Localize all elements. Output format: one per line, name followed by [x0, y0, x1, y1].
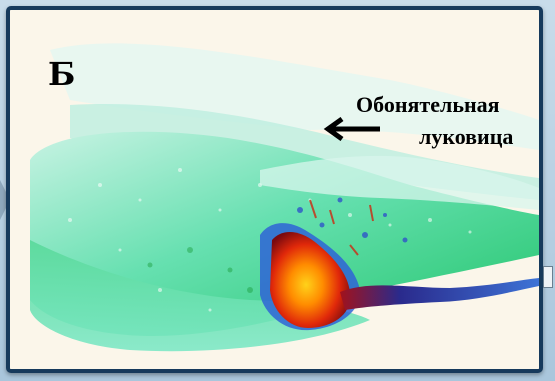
scroll-marker[interactable] [543, 266, 553, 288]
image-panel: Б Обонятельная луковица [6, 6, 543, 373]
olfactory-bulb-label-line2: луковица [419, 124, 514, 149]
arrow-left-icon [323, 117, 380, 141]
panel-letter: Б [48, 55, 76, 93]
olfactory-bulb-label-line1: Обонятельная [356, 92, 500, 117]
brain-scan-image [10, 10, 539, 369]
left-side-tab [0, 180, 10, 220]
